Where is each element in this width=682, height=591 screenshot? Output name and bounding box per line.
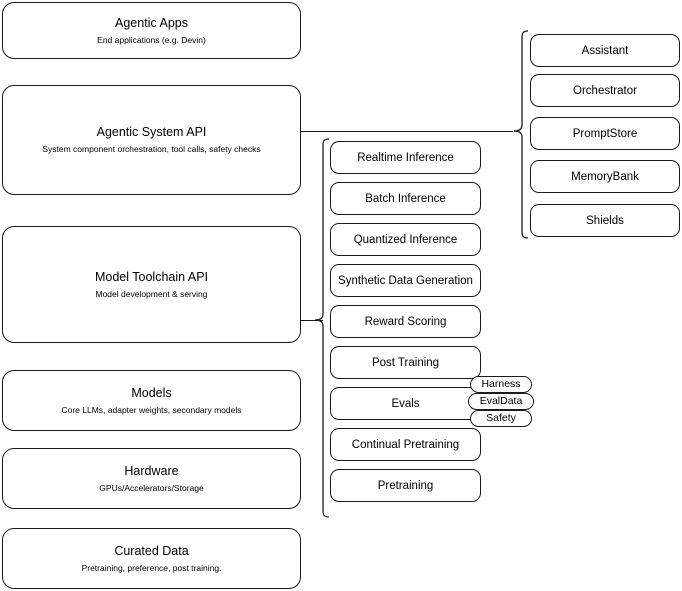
component-box-assistant[interactable]: Assistant — [530, 34, 680, 67]
component-box-shields[interactable]: Shields — [530, 204, 680, 237]
component-box-memorybank[interactable]: MemoryBank — [530, 160, 680, 193]
component-box-batch-inference[interactable]: Batch Inference — [330, 182, 481, 215]
layer-title: Curated Data — [114, 543, 189, 558]
component-box-continual-pretraining[interactable]: Continual Pretraining — [330, 428, 481, 461]
component-label: Pretraining — [377, 479, 434, 492]
component-box-synthetic-data-generation[interactable]: Synthetic Data Generation — [330, 264, 481, 297]
layer-box-models[interactable]: Models Core LLMs, adapter weights, secon… — [2, 370, 301, 431]
component-box-reward-scoring[interactable]: Reward Scoring — [330, 305, 481, 338]
brace-agentic-system — [513, 30, 529, 239]
component-label: Quantized Inference — [353, 233, 458, 246]
component-label: Batch Inference — [365, 192, 446, 205]
layer-title: Hardware — [124, 463, 179, 478]
component-label: Realtime Inference — [357, 151, 454, 164]
layer-subtitle: End applications (e.g. Devin) — [97, 34, 206, 45]
component-box-quantized-inference[interactable]: Quantized Inference — [330, 223, 481, 256]
evals-tag-harness[interactable]: Harness — [470, 376, 532, 393]
component-box-realtime-inference[interactable]: Realtime Inference — [330, 141, 481, 174]
layer-box-model-toolchain-api[interactable]: Model Toolchain API Model development & … — [2, 226, 301, 343]
component-box-promptstore[interactable]: PromptStore — [530, 117, 680, 150]
component-box-evals[interactable]: Evals — [330, 387, 481, 420]
layer-title: Model Toolchain API — [94, 269, 209, 284]
component-box-pretraining[interactable]: Pretraining — [330, 469, 481, 502]
layer-subtitle: System component orchestration, tool cal… — [42, 144, 261, 154]
component-label: Orchestrator — [573, 84, 637, 97]
layer-box-curated-data[interactable]: Curated Data Pretraining, preference, po… — [2, 528, 301, 589]
evals-tag-safety[interactable]: Safety — [470, 410, 532, 427]
layer-box-agentic-system-api[interactable]: Agentic System API System component orch… — [2, 85, 301, 195]
component-label: Assistant — [581, 44, 629, 57]
layer-subtitle: GPUs/Accelerators/Storage — [99, 482, 204, 493]
brace-model-toolchain — [314, 138, 330, 518]
layer-subtitle: Pretraining, preference, post training. — [81, 562, 222, 573]
layer-subtitle: Model development & serving — [95, 288, 208, 299]
layer-title: Agentic Apps — [115, 15, 188, 30]
layer-title: Agentic System API — [96, 125, 207, 139]
layer-subtitle: Core LLMs, adapter weights, secondary mo… — [61, 404, 242, 415]
connector-agentic-system-api-to-components — [301, 131, 513, 132]
evals-tag-evaldata[interactable]: EvalData — [468, 393, 534, 410]
layer-box-hardware[interactable]: Hardware GPUs/Accelerators/Storage — [2, 448, 301, 509]
layer-box-agentic-apps[interactable]: Agentic Apps End applications (e.g. Devi… — [2, 2, 301, 59]
component-box-orchestrator[interactable]: Orchestrator — [530, 74, 680, 107]
component-label: MemoryBank — [571, 170, 639, 183]
component-label: Shields — [586, 214, 624, 227]
component-label: Continual Pretraining — [351, 438, 460, 451]
component-label: Evals — [391, 397, 420, 410]
component-label: Synthetic Data Generation — [338, 274, 473, 287]
connector-model-toolchain-api-to-components — [301, 320, 323, 321]
component-label: Post Training — [371, 356, 440, 369]
component-box-post-training[interactable]: Post Training — [330, 346, 481, 379]
component-label: Reward Scoring — [364, 315, 447, 328]
component-label: PromptStore — [572, 127, 638, 140]
layer-title: Models — [131, 385, 172, 400]
